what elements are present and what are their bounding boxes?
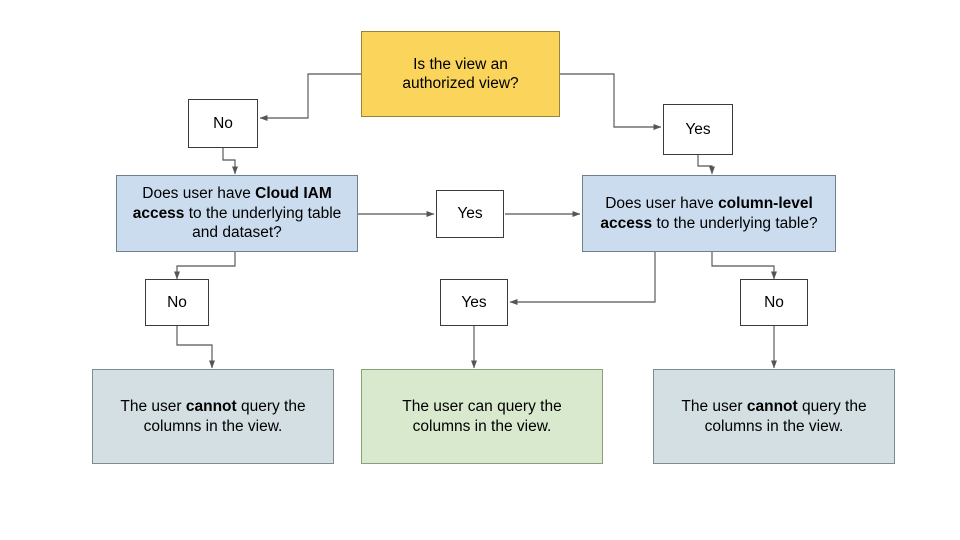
result-can-query-middle: The user can query the columns in the vi… <box>361 369 603 464</box>
result-can-query-middle-label: The user can query the columns in the vi… <box>402 398 562 435</box>
result-cannot-query-right-label: The user cannot query the columns in the… <box>681 398 867 435</box>
result-cannot-query-right: The user cannot query the columns in the… <box>653 369 895 464</box>
edge-cloud-iam-to-no-left <box>174 252 236 280</box>
edge-no-left-to-result-left <box>176 326 216 369</box>
branch-no-top-label: No <box>213 114 233 132</box>
branch-no-right[interactable]: No <box>740 279 808 326</box>
branch-yes-bottom[interactable]: Yes <box>440 279 508 326</box>
branch-no-left[interactable]: No <box>145 279 209 326</box>
node-is-authorized-view-label: Is the view an authorized view? <box>402 55 519 92</box>
edge-authorized-to-no <box>259 73 361 122</box>
node-column-level-access[interactable]: Does user have column-level access to th… <box>582 175 836 252</box>
edge-authorized-to-yes <box>560 73 662 130</box>
edge-column-level-to-yes-bottom <box>509 252 656 306</box>
branch-yes-middle-label: Yes <box>457 205 483 223</box>
edge-yes-to-column-level <box>697 155 716 175</box>
branch-no-top[interactable]: No <box>188 99 258 148</box>
node-cloud-iam-access-label: Does user have Cloud IAM access to the u… <box>132 185 342 242</box>
branch-yes-top[interactable]: Yes <box>663 104 733 155</box>
branch-no-right-label: No <box>764 293 784 311</box>
edge-column-level-to-no-right <box>711 252 778 280</box>
result-cannot-query-left-label: The user cannot query the columns in the… <box>120 398 306 435</box>
node-is-authorized-view[interactable]: Is the view an authorized view? <box>361 31 560 117</box>
branch-yes-top-label: Yes <box>685 120 711 138</box>
node-cloud-iam-access[interactable]: Does user have Cloud IAM access to the u… <box>116 175 358 252</box>
result-cannot-query-left: The user cannot query the columns in the… <box>92 369 334 464</box>
edge-no-to-cloud-iam <box>222 148 239 175</box>
branch-yes-bottom-label: Yes <box>461 293 487 311</box>
branch-yes-middle[interactable]: Yes <box>436 190 504 238</box>
node-column-level-access-label: Does user have column-level access to th… <box>600 195 818 232</box>
branch-no-left-label: No <box>167 293 187 311</box>
